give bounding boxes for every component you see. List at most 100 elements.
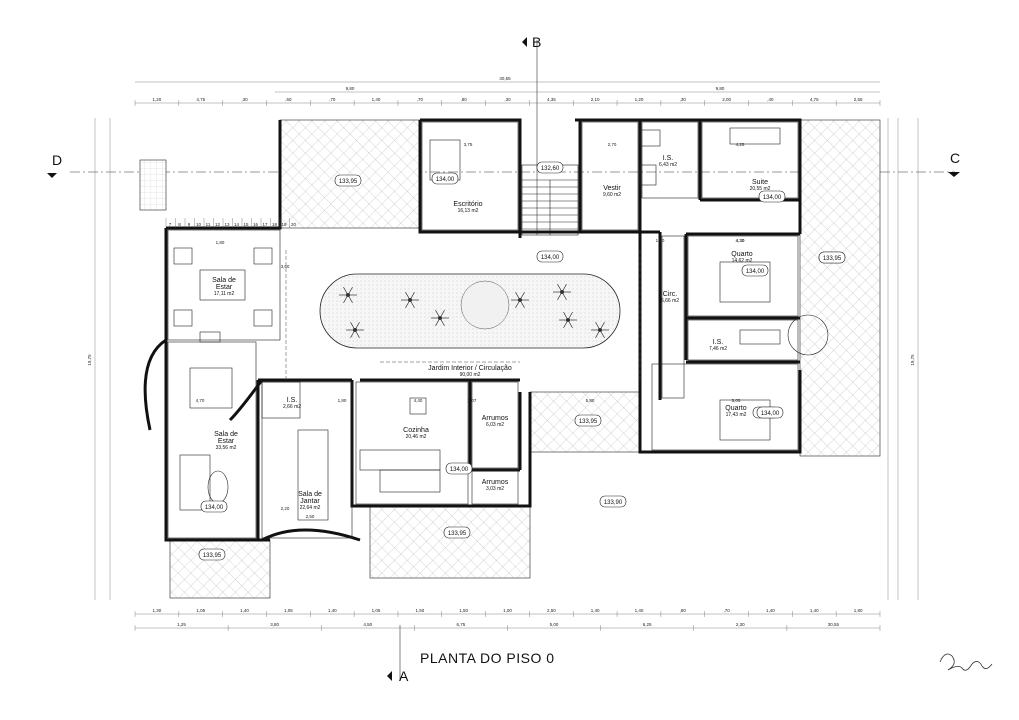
- room-name: Cozinha: [403, 427, 429, 434]
- dimension-value: 1,40: [635, 608, 644, 613]
- garden-plant-icon: [591, 322, 609, 338]
- level-tag: 134,00: [431, 172, 459, 185]
- garden-plant-icon: [346, 322, 364, 338]
- room-area: 7,46 m2: [709, 346, 727, 352]
- stair-number: 14: [234, 222, 240, 227]
- inner-dimension-value: 1,20: [656, 238, 665, 243]
- room-area: 17,11 m2: [214, 291, 235, 297]
- dimension-value: ,70: [723, 608, 730, 613]
- room-name: I.S.: [663, 155, 674, 162]
- furniture: [173, 127, 829, 521]
- level-tag-value: 133,95: [823, 256, 842, 262]
- room-area: 20,55 m2: [750, 186, 771, 192]
- inner-dimension-value: 5,05: [732, 398, 741, 403]
- dimension-value: 2,10: [591, 97, 600, 102]
- dimension-value: 3,80: [270, 622, 279, 627]
- level-tag: 134,00: [536, 250, 564, 263]
- stair-number: 9: [188, 222, 191, 227]
- level-tag-value: 134,00: [541, 255, 560, 261]
- garden-plant-icon: [553, 284, 571, 300]
- room-name: Suite: [752, 179, 768, 186]
- dimension-value: 6,25: [643, 622, 652, 627]
- level-tag: 133,95: [198, 548, 226, 561]
- dimension-value: 1,00: [503, 608, 512, 613]
- inner-dimension-value: 2,70: [608, 142, 617, 147]
- level-tag-value: 133,95: [203, 553, 222, 559]
- room-is1: I.S.6,43 m2: [659, 155, 677, 168]
- level-tag: 134,00: [200, 500, 228, 513]
- garden-plant-icon: [401, 292, 419, 308]
- stair-number: 20: [291, 222, 297, 227]
- stair-number: 7: [169, 222, 172, 227]
- span-top-left: 9,80: [346, 86, 355, 91]
- dimension-value: 1,40: [810, 608, 819, 613]
- dimension-value: 5,00: [550, 622, 559, 627]
- room-name: Vestir: [603, 185, 621, 192]
- room-is3: I.S.2,66 m2: [283, 397, 301, 410]
- stair-number: 16: [253, 222, 259, 227]
- plan-title: PLANTA DO PISO 0: [420, 650, 555, 666]
- dimension-value: 4,75: [196, 97, 205, 102]
- dimension-value: 1,40: [591, 608, 600, 613]
- room-name: Circ.: [663, 291, 677, 298]
- level-tag-value: 133,95: [448, 531, 467, 537]
- garden-plant-icon: [559, 312, 577, 328]
- stair-number: 18: [272, 222, 278, 227]
- dimension-value: 1,20: [153, 97, 162, 102]
- overall-width-top: 30,55: [499, 76, 511, 81]
- dimension-value: 1,30: [153, 608, 162, 613]
- room-name: Quarto: [725, 405, 747, 412]
- overall-height-left: 19,75: [87, 354, 92, 366]
- room-name: Arrumos: [482, 415, 509, 422]
- inner-dimension-value: 4,70: [196, 398, 205, 403]
- inner-dimension-value: 4,30: [736, 238, 745, 243]
- partition-walls: [167, 121, 799, 539]
- garden-plant-icon: [339, 287, 357, 303]
- level-tag: 133,90: [599, 495, 627, 508]
- dimension-value: ,80: [461, 97, 468, 102]
- inner-dimension-value: 5,80: [586, 398, 595, 403]
- dimension-value: 1,05: [196, 608, 205, 613]
- inner-dimension-value: 3,75: [464, 142, 473, 147]
- room-area: 2,66 m2: [283, 404, 301, 410]
- building-walls: [143, 118, 802, 542]
- room-is2: I.S.7,46 m2: [709, 339, 727, 352]
- room-name: Arrumos: [482, 479, 509, 486]
- room-circ: Circ.6,66 m2: [661, 291, 679, 304]
- room-area: 17,43 m2: [726, 412, 747, 418]
- span-top-right: 9,80: [716, 86, 725, 91]
- dimension-value: ,30: [504, 97, 511, 102]
- room-area: 20,46 m2: [406, 434, 427, 440]
- dimension-value: ,30: [241, 97, 248, 102]
- stair-number: 13: [224, 222, 230, 227]
- level-tag-value: 134,00: [205, 505, 224, 511]
- dimension-value: 2,50: [547, 608, 556, 613]
- level-tag: 134,00: [758, 190, 786, 203]
- level-tag-value: 134,00: [763, 195, 782, 201]
- signature: [939, 653, 993, 671]
- dimension-value: 1,05: [284, 608, 293, 613]
- dimension-value: 1,40: [372, 97, 381, 102]
- dimension-value: 1,05: [372, 608, 381, 613]
- inner-dimension-value: 2,50: [306, 514, 315, 519]
- level-tag: 134,00: [741, 264, 769, 277]
- overall-dimension-side: 19,75 19,75: [87, 118, 919, 600]
- inner-dimension-value: 4,30: [736, 238, 745, 243]
- dimension-value: 6,75: [457, 622, 466, 627]
- stair-number: 12: [215, 222, 221, 227]
- inner-dimension-value: 2,20: [281, 506, 290, 511]
- room-name: Estar: [218, 438, 235, 445]
- section-marker-top-label: B: [532, 34, 541, 50]
- dimension-value: ,30: [680, 97, 687, 102]
- inner-dimension-value: 4,40: [414, 398, 423, 403]
